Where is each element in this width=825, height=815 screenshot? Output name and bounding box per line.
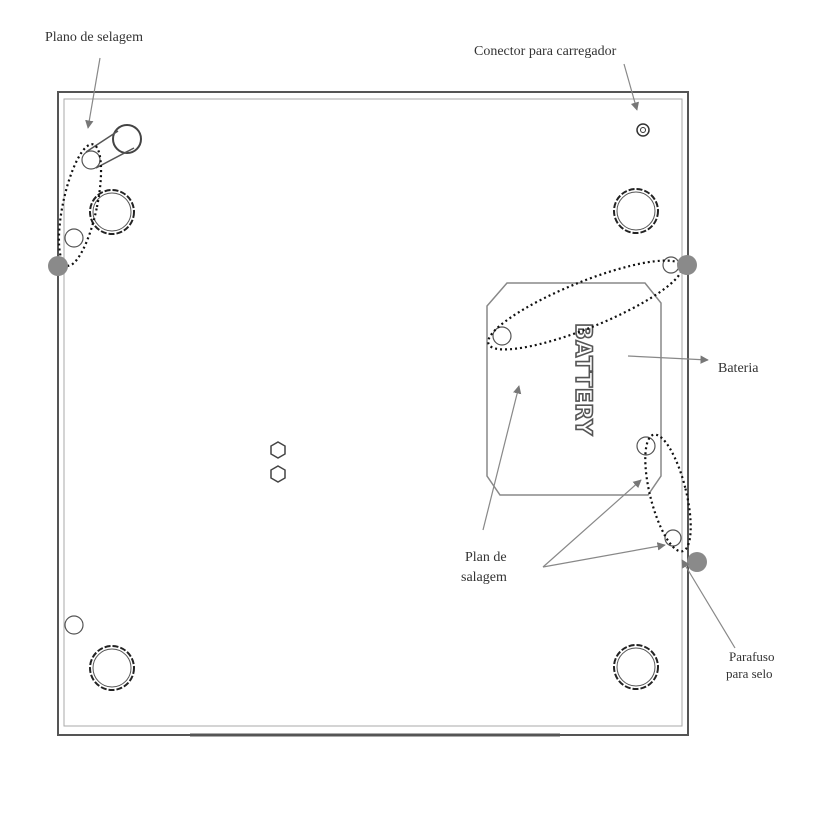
seal-point-icon bbox=[48, 256, 68, 276]
leader-sealing-plane-mid-b bbox=[542, 479, 642, 568]
foot-bottom-right bbox=[613, 644, 659, 690]
seal-point-icon bbox=[687, 552, 707, 572]
screw-hole-icon bbox=[662, 256, 680, 274]
device-housing bbox=[57, 91, 689, 737]
seal-point-icon bbox=[677, 255, 697, 275]
foot-bottom-left bbox=[89, 645, 135, 691]
leader-sealing-plane-mid-a bbox=[482, 385, 522, 531]
label-seal-screw-line2: para selo bbox=[726, 666, 773, 681]
sealing-slot-top-left bbox=[64, 124, 142, 248]
label-sealing-plane-top: Plano de selagem bbox=[45, 30, 143, 45]
leader-seal-screw bbox=[681, 559, 736, 649]
hex-nut-icon bbox=[270, 465, 286, 483]
battery-cover: BATTERY bbox=[486, 282, 662, 496]
leader-sealing-plane-top bbox=[85, 57, 101, 129]
label-seal-screw-line1: Parafuso bbox=[729, 649, 775, 664]
battery-embossed-text: BATTERY bbox=[570, 323, 595, 436]
charger-port-icon bbox=[636, 123, 650, 137]
label-sealing-plane-mid-line2: salagem bbox=[461, 570, 507, 585]
foot-top-right bbox=[613, 188, 659, 234]
leader-lines bbox=[85, 57, 736, 649]
foot-top-left bbox=[89, 189, 135, 235]
leader-charger-connector bbox=[623, 63, 639, 111]
label-charger-connector: Conector para carregador bbox=[474, 44, 617, 59]
screw-hole-icon bbox=[664, 529, 682, 547]
screw-hole-icon bbox=[64, 228, 84, 248]
screw-hole-icon bbox=[492, 326, 512, 346]
seal-loop-top-left bbox=[57, 143, 103, 267]
leader-sealing-plane-mid-c bbox=[542, 542, 666, 568]
screw-hole-icon bbox=[636, 436, 656, 456]
seal-loop-battery-bottom bbox=[644, 433, 692, 553]
label-battery: Bateria bbox=[718, 361, 759, 376]
screw-hole-icon bbox=[64, 615, 84, 635]
label-sealing-plane-mid-line1: Plan de bbox=[465, 550, 507, 565]
leader-battery bbox=[627, 355, 709, 364]
hex-nut-icon bbox=[270, 441, 286, 459]
